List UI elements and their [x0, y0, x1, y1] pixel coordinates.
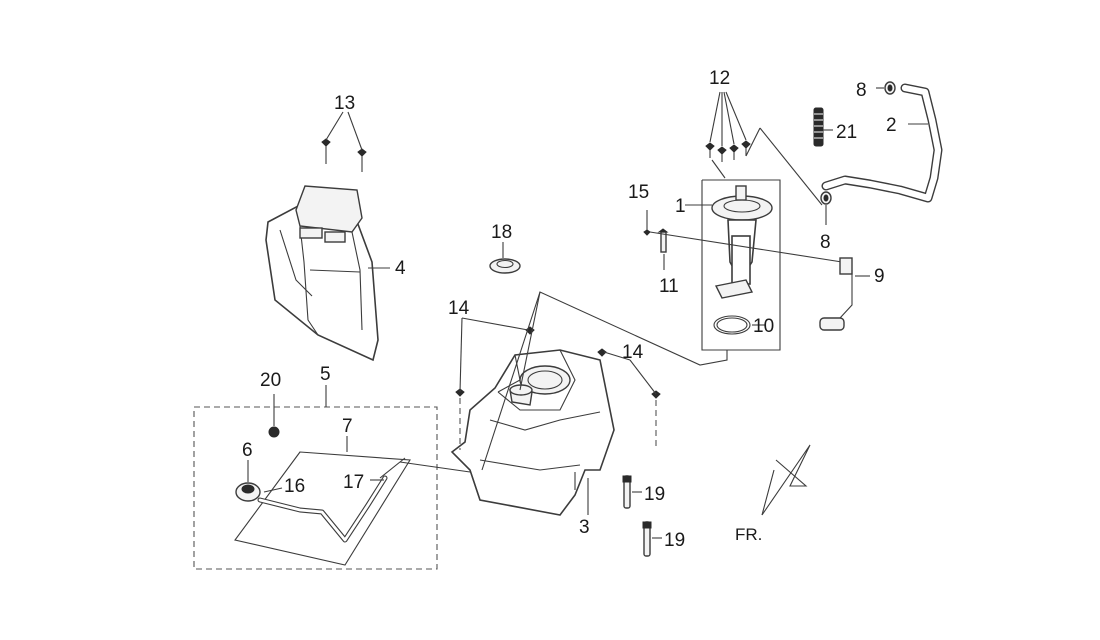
callout-12: 12	[709, 68, 730, 89]
callout-16: 16	[284, 476, 305, 497]
cover-bolt	[321, 138, 331, 164]
hose-spring	[813, 107, 824, 147]
callout-20: 20	[260, 370, 281, 391]
pump-o-ring	[713, 315, 751, 335]
callout-6: 6	[242, 440, 253, 461]
callout-19-upper: 19	[644, 484, 665, 505]
callout-8-top: 8	[856, 80, 867, 101]
tank-bolt	[597, 348, 607, 357]
tank-bolt	[651, 390, 661, 399]
callout-1: 1	[675, 196, 686, 217]
callout-17: 17	[343, 472, 364, 493]
tank-cover-part	[265, 185, 379, 362]
hose-clamp	[820, 191, 832, 205]
callout-21: 21	[836, 122, 857, 143]
fuel-tank-part	[450, 349, 615, 516]
tube-clip	[622, 475, 632, 509]
callout-5: 5	[320, 364, 331, 385]
pump-screw	[717, 146, 727, 162]
vent-tube	[257, 475, 388, 543]
callout-15: 15	[628, 182, 649, 203]
callout-8-bottom: 8	[820, 232, 831, 253]
callout-4: 4	[395, 258, 406, 279]
callout-7: 7	[342, 416, 353, 437]
cover-bolt	[357, 148, 367, 172]
front-direction-arrow	[761, 444, 811, 516]
callout-9: 9	[874, 266, 885, 287]
callout-14-right: 14	[622, 342, 644, 363]
tube-clip	[642, 521, 652, 557]
vent-tube-box	[193, 406, 438, 570]
callout-10: 10	[753, 316, 774, 337]
tank-seal-part	[489, 258, 521, 274]
callout-11: 11	[659, 276, 679, 297]
pump-screw	[741, 140, 751, 156]
callout-14-left: 14	[448, 298, 470, 319]
fuel-hose	[821, 83, 943, 203]
hose-clamp	[884, 81, 896, 95]
callout-13: 13	[334, 93, 355, 114]
fuel-pump-box	[701, 179, 781, 351]
callout-2: 2	[886, 115, 897, 136]
pump-screw-pin	[657, 228, 669, 253]
hex-nut	[268, 426, 280, 438]
pump-pin	[643, 210, 651, 236]
fuel-pump-part	[711, 185, 773, 299]
direction-label: FR.	[735, 525, 762, 544]
rollover-valve	[235, 482, 261, 502]
callout-3: 3	[579, 517, 590, 538]
tank-bolt	[455, 388, 465, 397]
fuel-level-sensor	[819, 257, 853, 331]
pump-screw	[729, 144, 739, 160]
callout-18: 18	[491, 222, 512, 243]
pump-screw	[705, 142, 715, 158]
vent-tube-inner-box	[234, 451, 411, 566]
callout-19-lower: 19	[664, 530, 685, 551]
